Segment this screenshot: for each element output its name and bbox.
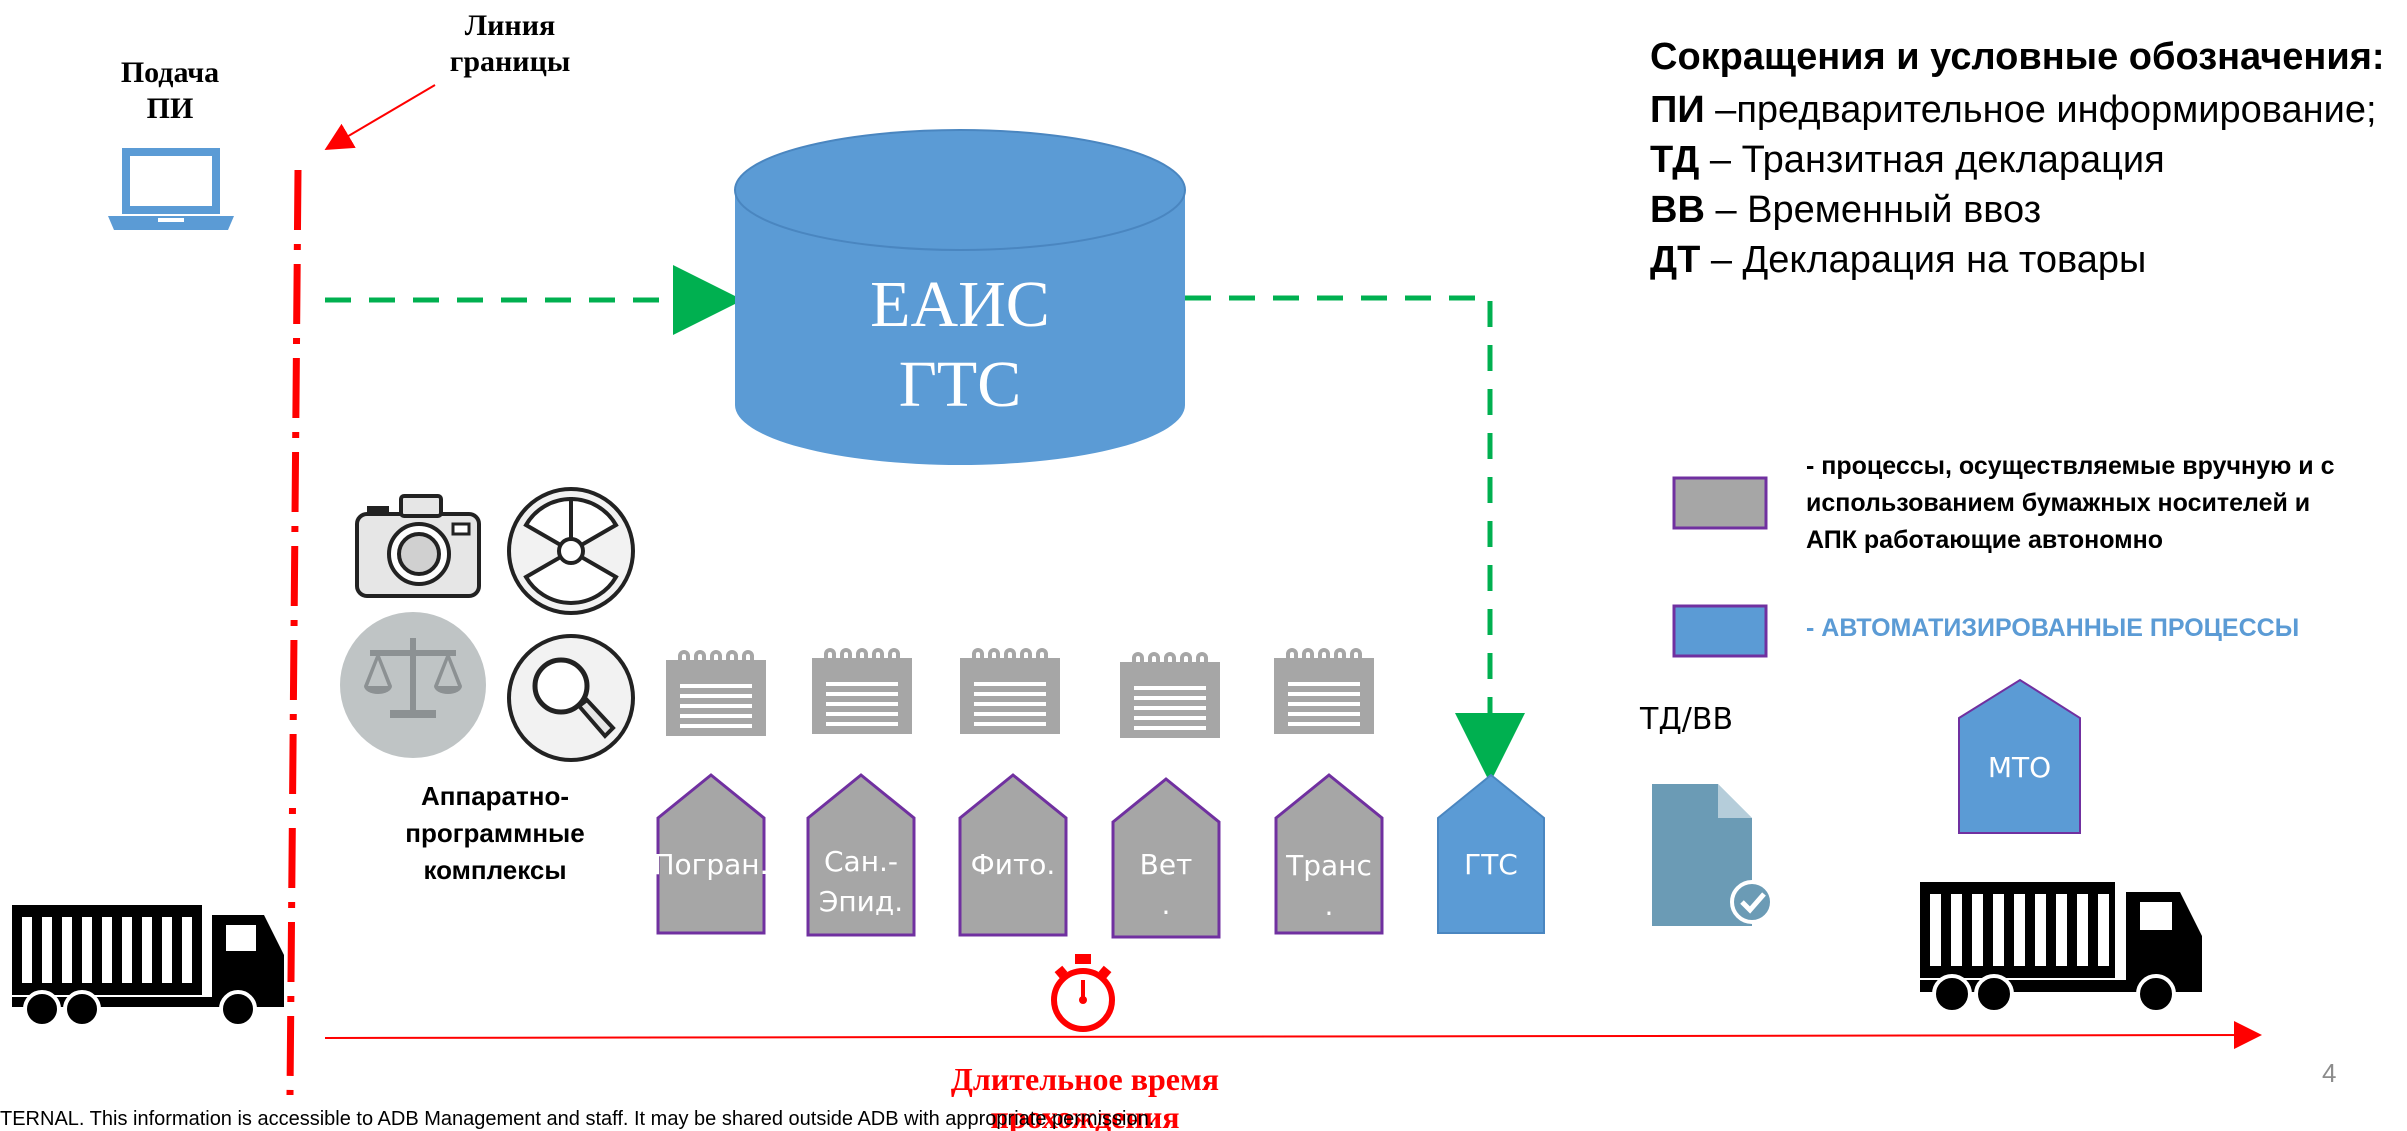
legend: Сокращения и условные обозначения: ПИ –п… [1650,36,2400,285]
border-line-label-arrow [324,84,436,151]
process-label-line: . [1161,888,1171,921]
key-manual-swatch [1672,476,1768,530]
process-label-vet: Вет . [1107,845,1225,925]
key-manual-line: использованием бумажных носителей и [1806,489,2311,517]
truck-icon [12,905,284,1027]
apk-label-line: программные [405,818,585,848]
legend-abbr: ДТ [1650,239,1701,281]
legend-item: ВВ – Временный ввоз [1650,185,2400,235]
legend-abbr: ТД [1650,139,1700,181]
duration-label: Длительное время прохождения [880,1060,1290,1131]
legend-abbr: ПИ [1650,89,1705,131]
database-label-line: ГТС [898,348,1022,421]
mto-label: МТО [1987,751,2052,784]
duration-label-line: прохождения [990,1099,1180,1131]
legend-text: –предварительное информирование; [1704,89,2377,131]
key-manual-line: АПК работающие автономно [1806,526,2164,554]
legend-item: ТД – Транзитная декларация [1650,135,2400,185]
camera-icon [355,494,481,598]
process-label-line: Фито. [970,848,1056,881]
notepad-icon [960,648,1060,734]
process-label-line: Сан.- [823,845,899,878]
timeline-arrow [324,1021,2262,1050]
legend-text: – Транзитная декларация [1699,139,2165,181]
border-line-label-line: границы [449,45,571,78]
notepad-icon [1274,648,1374,734]
scales-icon [340,612,486,758]
process-label-line: Эпид. [818,885,904,918]
radiation-icon [507,487,635,615]
submit-label: Подача ПИ [100,55,240,127]
notepad-icon [1120,652,1220,738]
database-cylinder [734,129,1186,465]
process-label-gts: ГТС [1432,845,1550,885]
process-label-fito: Фито. [954,845,1072,885]
footer-disclaimer: TERNAL. This information is accessible t… [0,1108,1155,1130]
laptop-icon [108,148,234,230]
process-label-line: Вет [1139,848,1193,881]
key-automated-swatch [1672,604,1768,658]
duration-label-line: Длительное время [950,1061,1220,1097]
legend-item: ДТ – Декларация на товары [1650,235,2400,285]
page-number: 4 [2322,1058,2337,1088]
submit-label-line: ПИ [146,92,194,125]
legend-title: Сокращения и условные обозначения: [1650,36,2385,78]
key-manual-line: - процессы, осуществляемые вручную и с [1806,452,2335,480]
stopwatch-icon [1051,954,1115,1032]
key-manual-text: - процессы, осуществляемые вручную и с и… [1806,448,2386,559]
submit-label-line: Подача [120,56,220,89]
legend-abbr: ВВ [1650,189,1705,231]
notepad-icon [666,650,766,736]
border-line [286,169,302,1096]
legend-text: – Декларация на товары [1700,239,2147,281]
process-label-trans: Транс . [1270,846,1388,926]
legend-text: – Временный ввоз [1704,189,2042,231]
process-label-line: Погран. [653,848,769,881]
process-label-line: ГТС [1464,848,1518,881]
key-automated-text: - АВТОМАТИЗИРОВАННЫЕ ПРОЦЕССЫ [1806,614,2300,642]
process-label-line: . [1324,889,1334,922]
magnifier-icon [507,634,635,762]
process-label-pogran: Погран. [652,845,770,885]
border-line-label: Линия границы [430,8,590,80]
apk-label: Аппаратно- программные комплексы [340,778,650,889]
truck-icon [1920,882,2202,1014]
apk-label-line: комплексы [423,855,567,885]
notepad-icon [812,648,912,734]
td-vv-label: ТД/ВВ [1640,702,1734,737]
legend-item: ПИ –предварительное информирование; [1650,85,2400,135]
database-label-line: ЕАИС [870,268,1050,341]
process-label-san-epid: Сан.- Эпид. [802,842,920,922]
process-shapes [656,678,2081,939]
apk-label-line: Аппаратно- [421,781,569,811]
process-label-line: Транс [1286,849,1372,882]
database-label: ЕАИС ГТС [735,265,1185,425]
flow-to-gts [1185,295,1525,783]
document-check-icon [1652,784,1772,926]
border-line-label-line: Линия [464,9,556,42]
